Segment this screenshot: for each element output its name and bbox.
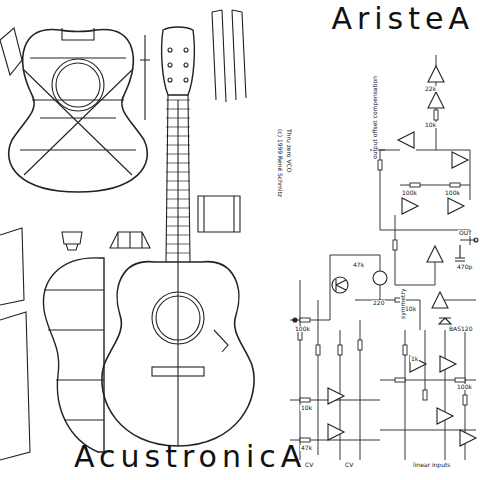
schematic-label: BAS120 bbox=[448, 326, 473, 332]
schematic-label: CV bbox=[304, 462, 314, 468]
schematic-label: 22k bbox=[424, 86, 437, 92]
schematic-label: (c) 1999 René Schmitz bbox=[277, 128, 283, 198]
schematic-label: 47k bbox=[352, 262, 365, 268]
schematic-label: 10k bbox=[300, 405, 313, 411]
schematic-label: 220 bbox=[372, 300, 385, 306]
schematic-label: Thru zero VCO bbox=[286, 128, 292, 173]
schematic-label: 470p bbox=[456, 264, 473, 270]
schematic-label: symmetry bbox=[400, 288, 406, 320]
schematic-label: 1k bbox=[410, 356, 419, 362]
brand-text: AristeA bbox=[331, 4, 474, 34]
schematic-label: CV bbox=[344, 462, 354, 468]
schematic-label: 100k bbox=[456, 384, 473, 390]
schematic-label: 100k bbox=[444, 190, 461, 196]
schematic-label: 100k bbox=[294, 326, 311, 332]
schematic-label: 47k bbox=[300, 445, 313, 451]
schematic-label: OUT bbox=[458, 230, 473, 236]
schematic-label: linear inputs bbox=[412, 462, 451, 468]
schematic-label: output offset compensation bbox=[372, 75, 378, 160]
schematic-label: 10k bbox=[424, 122, 437, 128]
schematic-label: 100k bbox=[401, 190, 418, 196]
brand-text: AcustronicA bbox=[74, 442, 306, 472]
